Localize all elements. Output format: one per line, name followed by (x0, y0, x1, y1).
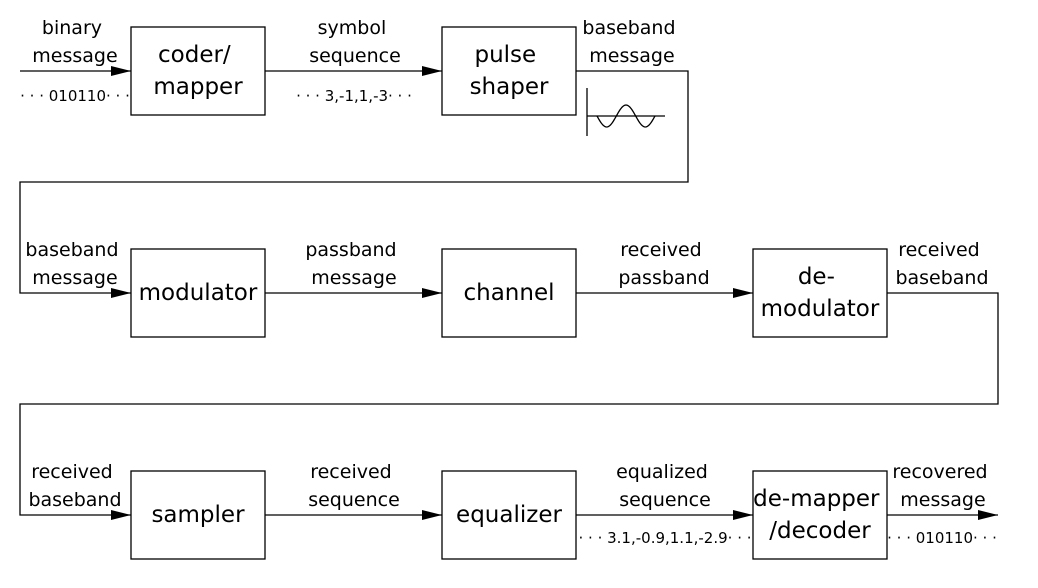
demapper-decoder-label: de-mapper /decoder (753, 486, 887, 544)
label-received-baseband-row2: received baseband (895, 239, 988, 289)
coder-mapper-block (130, 26, 266, 116)
modulator-label: modulator (139, 280, 258, 306)
arrow-pulse-shaper-to-modulator (19, 70, 689, 298)
demodulator-label: de- modulator (761, 264, 880, 322)
modulator-block (130, 248, 266, 338)
label-baseband-message-row2: baseband message (25, 239, 124, 289)
pulse-shaper-block (441, 26, 577, 116)
equalizer-block (441, 470, 577, 560)
label-symbol-sequence: symbol sequence (309, 17, 401, 67)
sampler-label: sampler (151, 502, 245, 528)
label-equalized-sequence: equalized sequence (616, 461, 714, 511)
channel-block (441, 248, 577, 338)
demapper-decoder-block (752, 470, 888, 560)
label-recovered-message: recovered message (892, 461, 993, 511)
equalizer-label: equalizer (456, 502, 562, 528)
label-passband-message: passband message (305, 239, 402, 289)
label-symbol-sample: · · · 3,-1,1,-3· · · (296, 87, 412, 105)
sampler-block (130, 470, 266, 560)
arrow-demodulator-to-sampler (19, 292, 999, 520)
label-baseband-message-top: baseband message (582, 17, 681, 67)
pulse-shaper-label-text: pulse shaper (470, 42, 549, 100)
coder-mapper-label: coder/ mapper (153, 42, 243, 100)
label-binary-sample: · · · 010110· · · (20, 87, 130, 105)
waveform-sine-curve (596, 104, 656, 128)
label-received-passband: received passband (618, 239, 709, 289)
label-received-baseband-row3: received baseband (28, 461, 121, 511)
channel-label: channel (463, 280, 554, 306)
label-equalized-sample: · · · 3.1,-0.9,1.1,-2.9· · · (579, 529, 752, 547)
waveform-inset (586, 88, 665, 136)
label-binary-message: binary message (32, 17, 117, 67)
demodulator-block (752, 248, 888, 338)
label-received-sequence: received sequence (308, 461, 400, 511)
label-recovered-sample: · · · 010110· · · (887, 529, 997, 547)
